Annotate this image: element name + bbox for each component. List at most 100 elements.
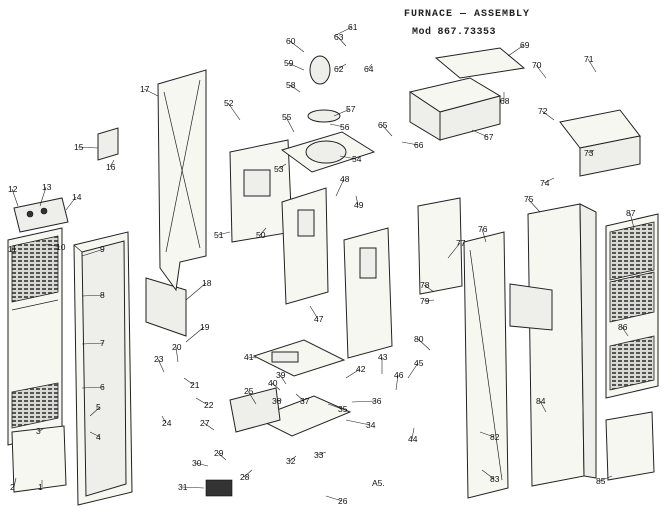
callout-25: 25: [244, 386, 254, 396]
callout-17: 17: [140, 84, 150, 94]
callout-leader-24: [161, 415, 167, 424]
callout-leader-7: [81, 342, 105, 345]
callout-80: 80: [414, 334, 424, 344]
access-door: [11, 425, 67, 493]
callout-leader-32: [289, 455, 297, 462]
callout-46: 46: [394, 370, 404, 380]
callout-leader-58: [289, 84, 301, 93]
callout-74: 74: [540, 178, 550, 188]
callout-leader-19: [185, 326, 205, 343]
callout-84: 84: [536, 396, 546, 406]
callout-30: 30: [192, 458, 202, 468]
callout-leader-55: [285, 116, 295, 133]
callout-9: 9: [100, 244, 105, 254]
callout-72: 72: [538, 106, 548, 116]
callout-61: 61: [348, 22, 358, 32]
callout-leader-67: [471, 129, 489, 138]
callout-48: 48: [340, 174, 350, 184]
callout-leader-57: [333, 108, 351, 117]
callout-leader-26: [325, 495, 343, 502]
callout-leader-36: [351, 400, 377, 403]
callout-31: 31: [178, 482, 188, 492]
callout-leader-13: [39, 186, 47, 207]
callout-57: 57: [346, 104, 356, 114]
callout-leader-56: [329, 123, 345, 128]
callout-82: 82: [490, 432, 500, 442]
baffle-18: [145, 277, 187, 337]
callout-leader-84: [539, 400, 547, 413]
callout-leader-64: [367, 63, 373, 70]
callout-leader-77: [447, 242, 461, 259]
callout-leader-21: [183, 377, 195, 386]
top-grille: [13, 197, 69, 233]
callout-41: 41: [244, 352, 254, 362]
callout-leader-59: [287, 62, 305, 71]
callout-leader-72: [541, 110, 555, 121]
callout-leader-49: [355, 195, 359, 206]
callout-leader-71: [587, 58, 597, 73]
callout-leader-33: [317, 451, 327, 456]
callout-15: 15: [74, 142, 84, 152]
callout-leader-50: [259, 227, 267, 236]
diagram-title: FURNACE — ASSEMBLY: [404, 9, 531, 20]
callout-leader-3: [39, 427, 45, 432]
callout-leader-41: [247, 356, 257, 359]
callout-leader-15: [77, 146, 99, 149]
callout-leader-18: [185, 282, 207, 301]
callout-10: 10: [56, 242, 66, 252]
callout-leader-75: [527, 198, 541, 213]
tall-plenum-17: [157, 69, 207, 292]
burner-plate-53: [280, 131, 376, 173]
callout-28: 28: [240, 472, 250, 482]
callout-86: 86: [618, 322, 628, 332]
callout-27: 27: [200, 418, 210, 428]
callout-26: 26: [338, 496, 348, 506]
cabinet-right-75: [527, 203, 597, 487]
callout-18: 18: [202, 278, 212, 288]
callout-leader-25: [247, 390, 257, 405]
callout-leader-66: [401, 141, 419, 146]
callout-37: 37: [300, 396, 310, 406]
callout-leader-53: [277, 163, 287, 170]
model-label: Mod: [412, 27, 432, 38]
side-panel-76: [463, 231, 509, 499]
callout-leader-74: [543, 177, 555, 184]
callout-68: 68: [500, 96, 510, 106]
callout-19: 19: [200, 322, 210, 332]
callout-leader-39: [279, 374, 287, 385]
vent-box-72: [559, 109, 641, 177]
bottom-panel-85: [605, 411, 655, 481]
callout-87: 87: [626, 208, 636, 218]
callout-leader-30: [195, 462, 209, 467]
callout-5: 5: [96, 402, 101, 412]
callout-14: 14: [72, 192, 82, 202]
gas-valve-31: [205, 479, 233, 497]
callout-leader-62: [337, 63, 347, 70]
vent-cover-69: [434, 47, 526, 79]
callout-leader-38: [275, 399, 283, 402]
callout-52: 52: [224, 98, 234, 108]
callout-leader-29: [217, 452, 227, 461]
callout-leader-10: [45, 243, 61, 248]
callout-leader-85: [599, 475, 613, 482]
callout-leader-51: [217, 231, 231, 236]
callout-71: 71: [584, 54, 594, 64]
callout-leader-23: [157, 358, 165, 373]
callout-leader-27: [203, 422, 215, 431]
callout-55: 55: [282, 112, 292, 122]
callout-85: 85: [596, 476, 606, 486]
base-pan-41: [252, 339, 346, 377]
callout-59: 59: [284, 58, 294, 68]
heat-exchanger-47: [281, 187, 393, 359]
callout-7: 7: [100, 338, 105, 348]
callout-leader-5: [89, 406, 101, 417]
callout-12: 12: [8, 184, 18, 194]
callout-43: 43: [378, 352, 388, 362]
wall-box-15: [97, 127, 119, 161]
callout-leader-4: [89, 431, 101, 438]
model-number: 867.73353: [437, 27, 497, 38]
callout-45: 45: [414, 358, 424, 368]
callout-8: 8: [100, 290, 105, 300]
callout-leader-83: [481, 469, 495, 480]
